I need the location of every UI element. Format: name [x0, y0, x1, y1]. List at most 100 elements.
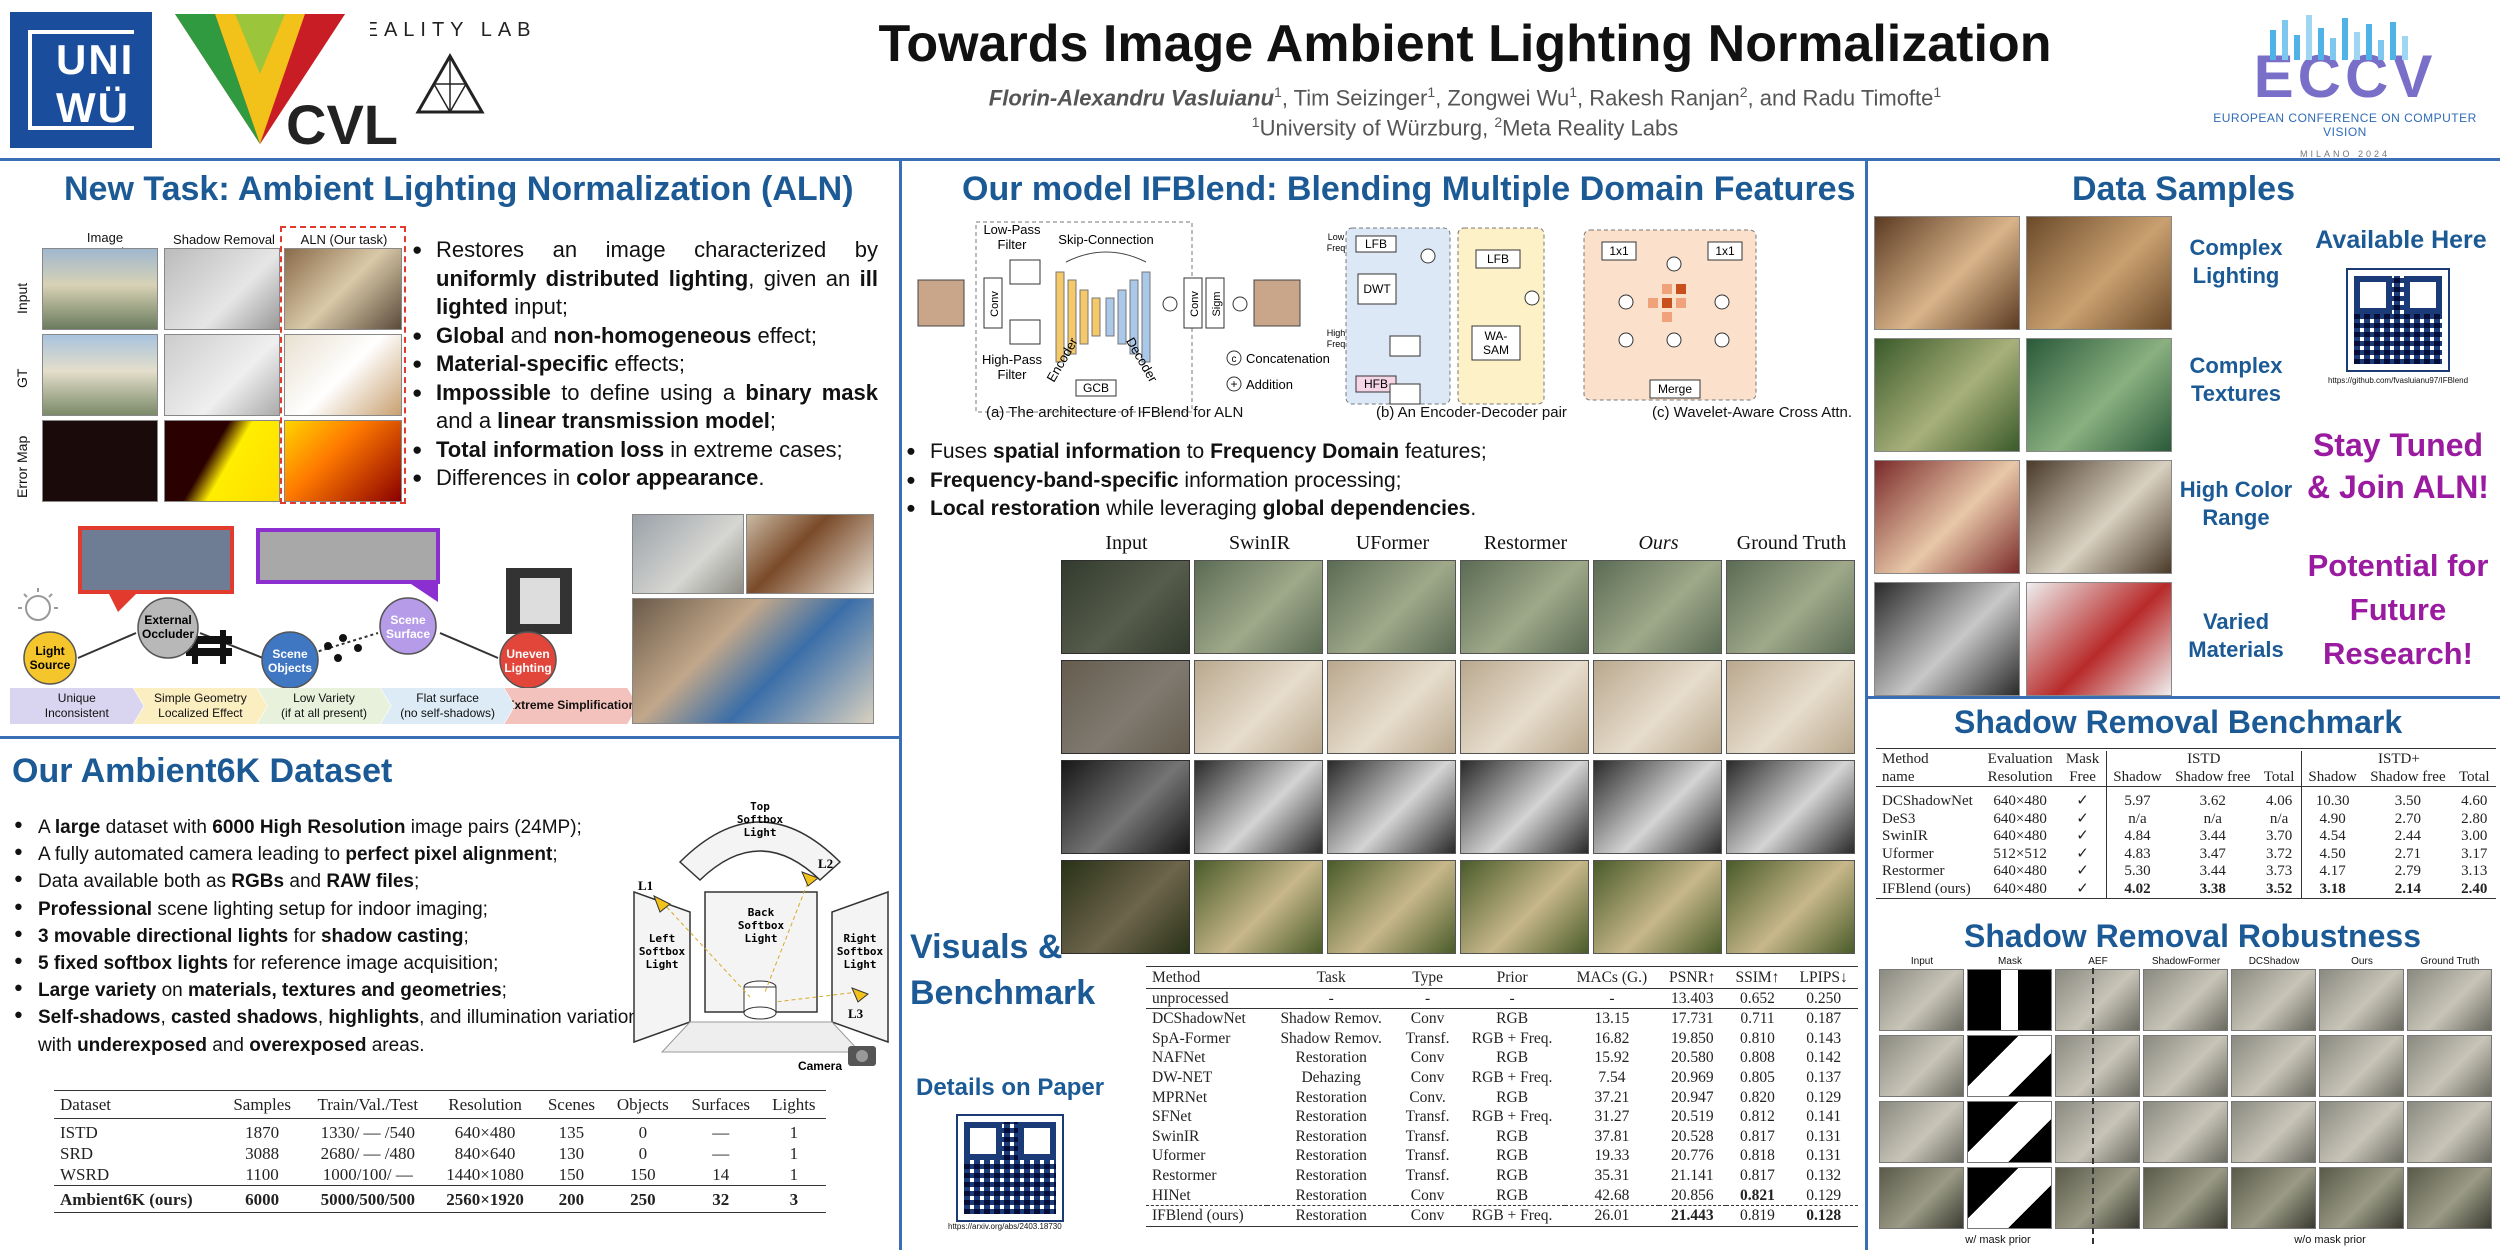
table-cell: 3.38: [2168, 880, 2258, 899]
arch-hfb-label: HFB: [1364, 377, 1388, 391]
dataset-bullet-list: A large dataset with 6000 High Resolutio…: [14, 814, 654, 1059]
author-affil: 1: [1274, 84, 1282, 100]
github-url[interactable]: https://github.com/fvasluianu97/IFBlend: [2327, 376, 2469, 385]
paper-url[interactable]: https://arxiv.org/abs/2403.18730: [948, 1222, 1062, 1231]
arch-sigm-label: Sigm: [1211, 291, 1223, 316]
table-cell: SFNet: [1152, 1108, 1192, 1126]
table-cell: 32: [679, 1185, 762, 1213]
light-l1-label: L1: [638, 878, 653, 893]
grid-image: [1327, 860, 1456, 954]
robustness-foot-left: w/ mask prior: [1965, 1234, 2031, 1246]
svg-text:c: c: [1232, 354, 1237, 365]
grid-image: [1460, 560, 1589, 654]
author-name: Zongwei Wu: [1447, 85, 1570, 111]
uniwu-logo-line2: WÜ: [56, 84, 130, 131]
bullet-item: 5 fixed softbox lights for reference ima…: [14, 950, 654, 977]
table-cell: 21.141: [1670, 1166, 1714, 1184]
table-cell: ISTD: [60, 1123, 98, 1142]
grid-image: [1460, 860, 1589, 954]
table-header: Scenes: [537, 1094, 606, 1119]
grid-column-header: SwinIR: [1228, 532, 1291, 554]
arch-merge-label: Merge: [1658, 382, 1692, 396]
table-cell: 4.60: [2461, 793, 2488, 809]
bullet-item: Impossible to define using a binary mask…: [412, 379, 878, 436]
grid-image: [1194, 760, 1323, 854]
sample-image: [1874, 460, 2020, 574]
grid-image: [1726, 660, 1855, 754]
grid-image: [1726, 760, 1855, 854]
arch-conv-label: Conv: [989, 291, 1001, 317]
table-cell: 20.969: [1670, 1068, 1714, 1086]
table-cell: 3.62: [2199, 793, 2226, 809]
sample-image: [2026, 460, 2172, 574]
aln-row-label-input: Input: [14, 282, 30, 314]
table-cell: Restoration: [1295, 1049, 1367, 1067]
arch-wasam-label: WA-SAM: [1483, 329, 1509, 357]
robustness-column-header: DCShadow: [2248, 956, 2300, 967]
github-qr-code[interactable]: [2346, 268, 2450, 372]
robustness-image: [2143, 1101, 2228, 1163]
table-cell: 1: [789, 1144, 799, 1163]
dataset-section-title: Our Ambient6K Dataset: [12, 752, 393, 790]
aln-our-task-highlight: [280, 226, 406, 504]
table-group-header: ISTD: [2105, 751, 2302, 769]
robustness-column-header: Ours: [2351, 956, 2373, 967]
sample-label-textures: Complex Textures: [2189, 353, 2283, 406]
arch-concat-legend: Concatenation: [1246, 351, 1330, 366]
robustness-split-line: [2092, 968, 2094, 1244]
table-cell: 3.44: [2199, 863, 2226, 879]
robustness-image: [1879, 1101, 1964, 1163]
table-cell: 3088: [245, 1144, 280, 1163]
table-cell: 4.50: [2300, 845, 2364, 863]
table-cell: 5.97: [2105, 786, 2169, 811]
table-cell: Restoration: [1295, 1088, 1367, 1106]
robustness-image: [2407, 1167, 2492, 1229]
bullet-item: 3 movable directional lights for shadow …: [14, 923, 654, 950]
table-cell: Transf.: [1405, 1147, 1450, 1165]
table-cell: 2.40: [2452, 880, 2496, 899]
author-name: Florin-Alexandru Vasluianu: [988, 85, 1275, 111]
table-cell: 20.947: [1670, 1088, 1714, 1106]
sample-image: [2026, 338, 2172, 452]
table-cell: Restormer: [1152, 1166, 1217, 1184]
arch-conv2-label: Conv: [1189, 291, 1201, 317]
camera-label: Camera: [798, 1059, 842, 1073]
table-cell: n/a: [2105, 810, 2169, 828]
aln-img-aln-gt: [284, 334, 402, 416]
table-header: PSNR↑: [1658, 968, 1726, 989]
paper-qr-code[interactable]: [956, 1114, 1064, 1222]
table-cell: Dehazing: [1301, 1068, 1361, 1086]
table-cell: 1440×1080: [446, 1165, 524, 1184]
table-cell: RGB: [1496, 1049, 1529, 1067]
shadow-bench-title: Shadow Removal Benchmark: [1954, 704, 2403, 740]
sample-image-grid: [1874, 216, 2174, 696]
aln-row-label-error: Error Map: [14, 435, 30, 498]
table-header: LPIPS↓: [1789, 968, 1858, 989]
table-cell: 0.821: [1740, 1186, 1775, 1204]
available-here-title: Available Here: [2315, 226, 2487, 254]
grid-column-header: UFormer: [1355, 532, 1430, 554]
bullet-item: A fully automated camera leading to perf…: [14, 841, 654, 868]
sample-image: [1874, 582, 2020, 696]
table-cell: 512×512: [1993, 845, 2047, 862]
arch-k1-label: 1x1: [1609, 244, 1629, 258]
cvl-logo-text: CVL: [286, 93, 398, 156]
robustness-image: [1879, 1035, 1964, 1097]
table-cell: DeS3: [1882, 810, 1916, 827]
model-section-title: Our model IFBlend: Blending Multiple Dom…: [962, 170, 1856, 208]
right-column-divider: [1868, 696, 2500, 699]
table-cell: 0.652: [1725, 988, 1790, 1010]
robustness-image: [2231, 1101, 2316, 1163]
table-cell: RGB + Freq.: [1471, 1068, 1553, 1086]
